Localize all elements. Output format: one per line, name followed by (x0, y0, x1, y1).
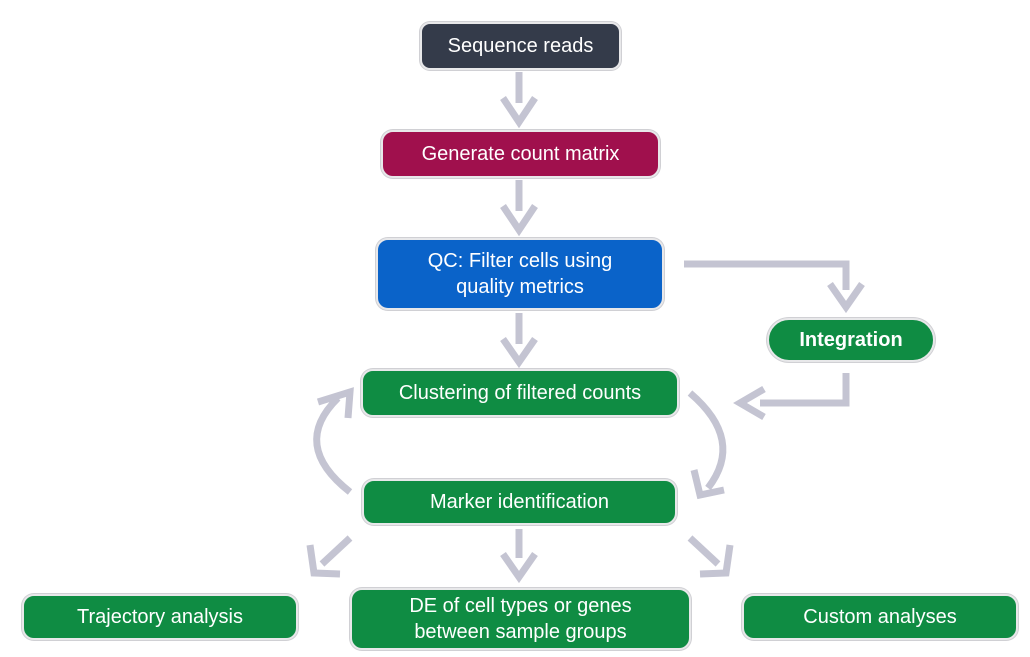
node-de-analysis: DE of cell types or genes between sample… (350, 588, 691, 650)
node-generate-count-matrix: Generate count matrix (381, 130, 660, 178)
node-custom-analyses: Custom analyses (742, 594, 1018, 640)
node-clustering: Clustering of filtered counts (361, 369, 679, 417)
arrow-integration-to-clustering (733, 373, 850, 421)
arrow-generate-to-qc (500, 180, 538, 237)
arrow-marker-to-clustering (313, 387, 354, 495)
arrow-clustering-to-marker (687, 390, 727, 500)
node-qc-filter: QC: Filter cells using quality metrics (376, 238, 664, 310)
node-sequence-reads: Sequence reads (420, 22, 621, 70)
node-integration: Integration (767, 318, 935, 362)
arrow-marker-to-de (500, 529, 538, 584)
arrow-marker-to-custom (687, 535, 734, 578)
node-trajectory-analysis: Trajectory analysis (22, 594, 298, 640)
node-marker-identification: Marker identification (362, 479, 677, 525)
arrow-qc-to-integration (684, 260, 865, 314)
arrow-qc-to-clustering (500, 313, 538, 369)
arrow-marker-to-trajectory (306, 535, 353, 578)
arrow-seq-to-generate (500, 72, 538, 129)
